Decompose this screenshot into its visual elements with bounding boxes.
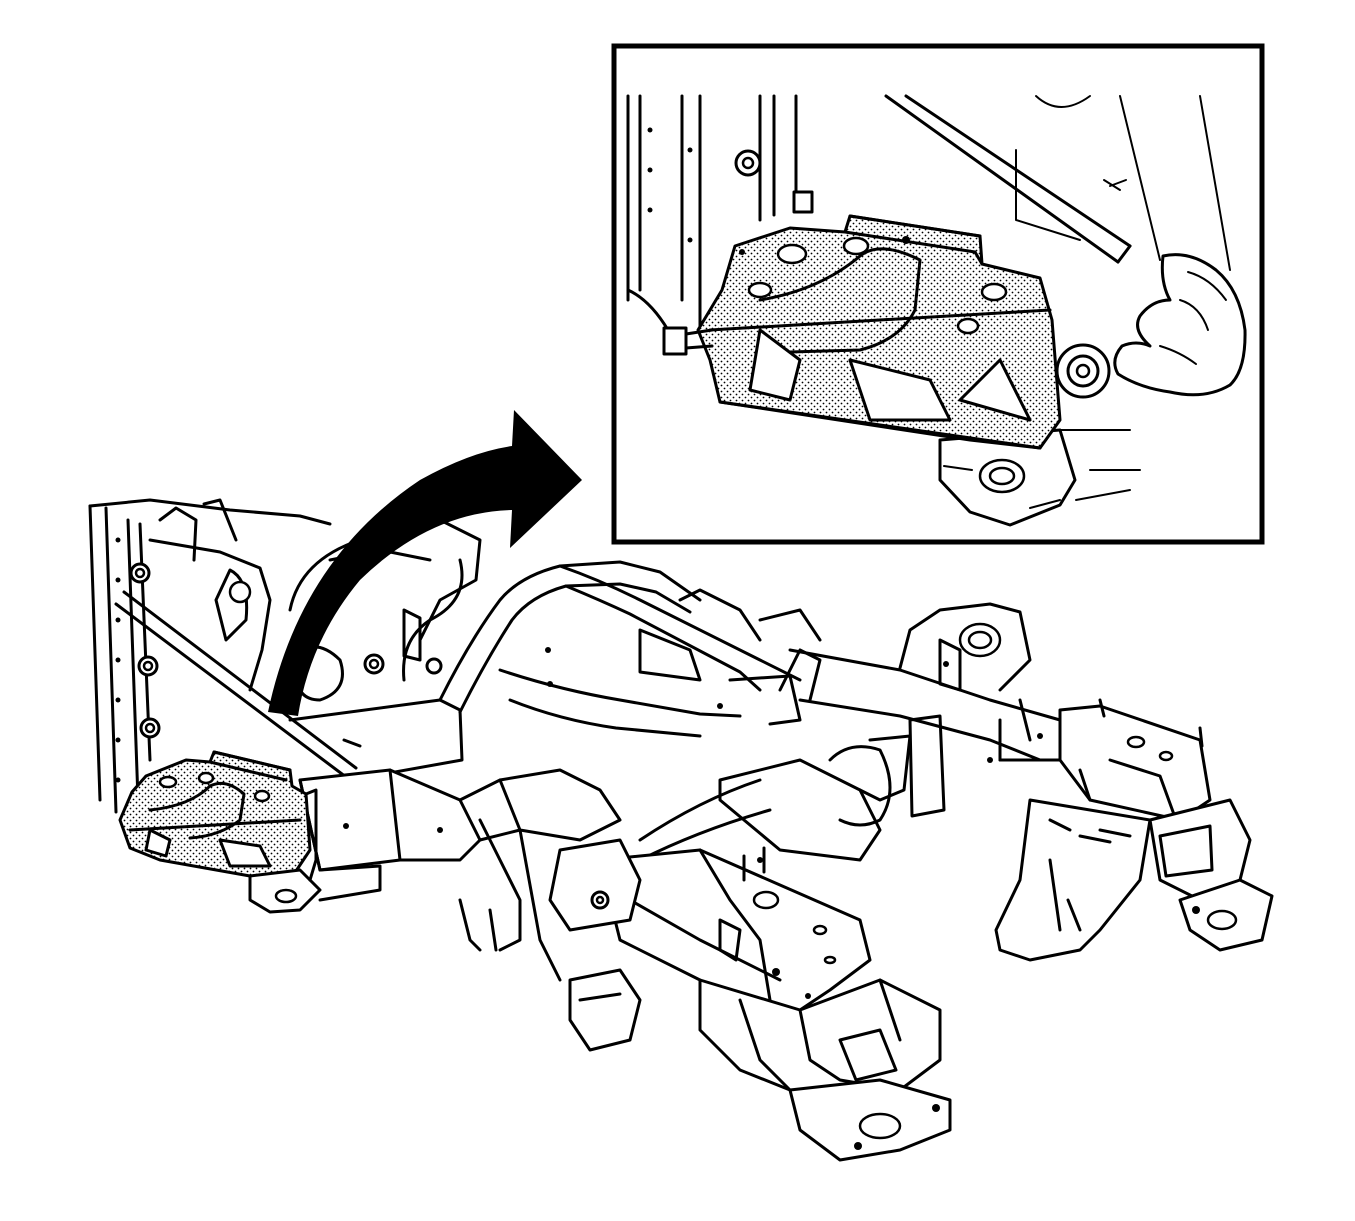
left-lower-bracket <box>458 768 642 1052</box>
bolt-icon <box>792 190 814 214</box>
upper-side-rail <box>438 560 822 738</box>
left-body-pillar <box>88 498 358 814</box>
main-mount-bracket <box>118 750 322 914</box>
hand-icon <box>1113 253 1247 397</box>
inset-mount-bracket <box>662 214 1062 450</box>
inset-frame-pad <box>938 428 1077 527</box>
nut-icon <box>734 149 762 177</box>
inset-detail-view <box>611 43 1265 545</box>
center-lower-rail <box>638 758 882 862</box>
inset-background-lines <box>884 94 1231 501</box>
front-frame-rail <box>598 846 872 1012</box>
nut-icon <box>1055 343 1111 399</box>
curved-arrow-icon <box>268 410 582 716</box>
right-crossmember <box>778 602 1062 827</box>
main-frame-assembly <box>88 498 1274 1162</box>
front-rail-tip <box>698 978 952 1162</box>
right-rear-bracket <box>994 698 1274 962</box>
bolt-icon <box>662 326 714 356</box>
left-front-rail <box>298 768 522 902</box>
inset-pillar <box>626 94 814 332</box>
